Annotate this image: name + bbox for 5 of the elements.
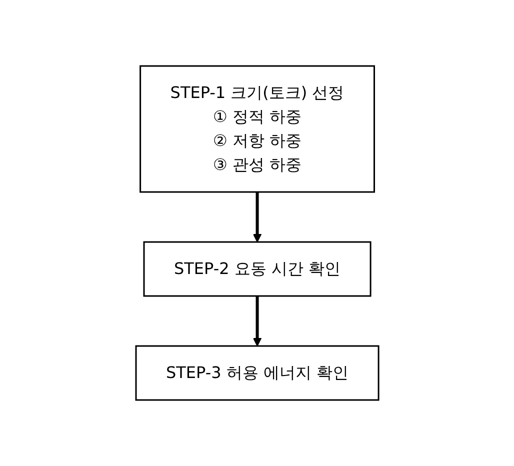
node-box: STEP-2 요동 시간 확인 xyxy=(142,241,372,297)
arrow xyxy=(252,296,262,346)
node-box: STEP-3 허용 에너지 확인 xyxy=(134,345,380,401)
node-box: STEP-1 크기(토크) 선정 ① 정적 하중 ② 저항 하중 ③ 관성 하중 xyxy=(139,65,375,193)
arrow xyxy=(252,192,262,242)
